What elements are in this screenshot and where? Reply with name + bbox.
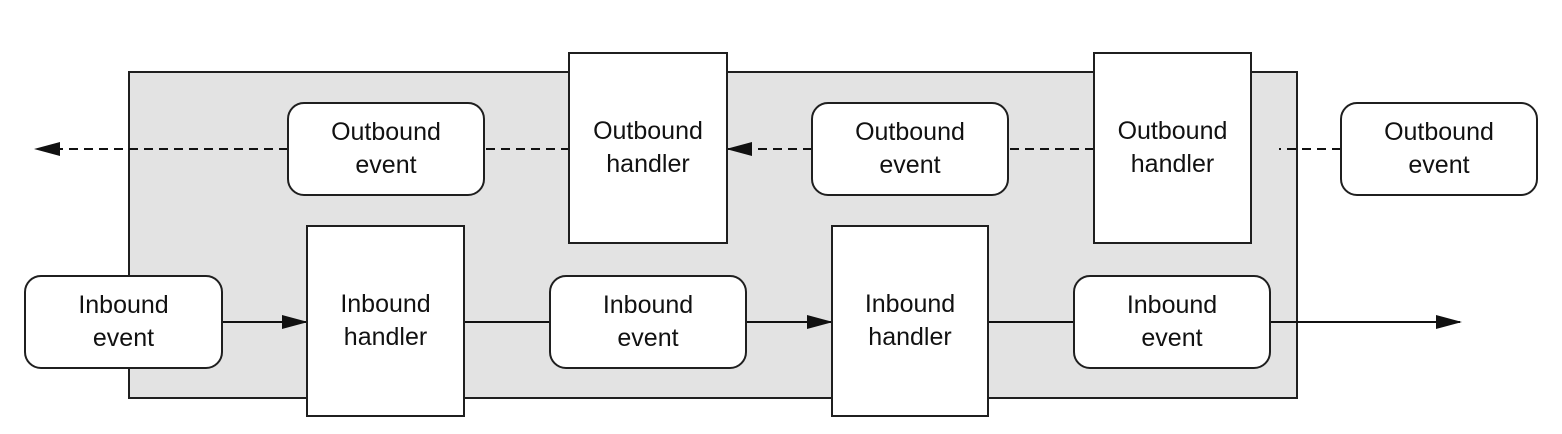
- inbound-event-2: Inbound event: [549, 275, 747, 369]
- outbound-event-3: Outbound event: [1340, 102, 1538, 196]
- inbound-handler-1: Inbound handler: [306, 225, 465, 417]
- inbound-event-3: Inbound event: [1073, 275, 1271, 369]
- inbound-event-1: Inbound event: [24, 275, 223, 369]
- outbound-handler-2: Outbound handler: [1093, 52, 1252, 244]
- inbound-handler-2: Inbound handler: [831, 225, 989, 417]
- outbound-event-2: Outbound event: [811, 102, 1009, 196]
- outbound-handler-1: Outbound handler: [568, 52, 728, 244]
- outbound-event-1: Outbound event: [287, 102, 485, 196]
